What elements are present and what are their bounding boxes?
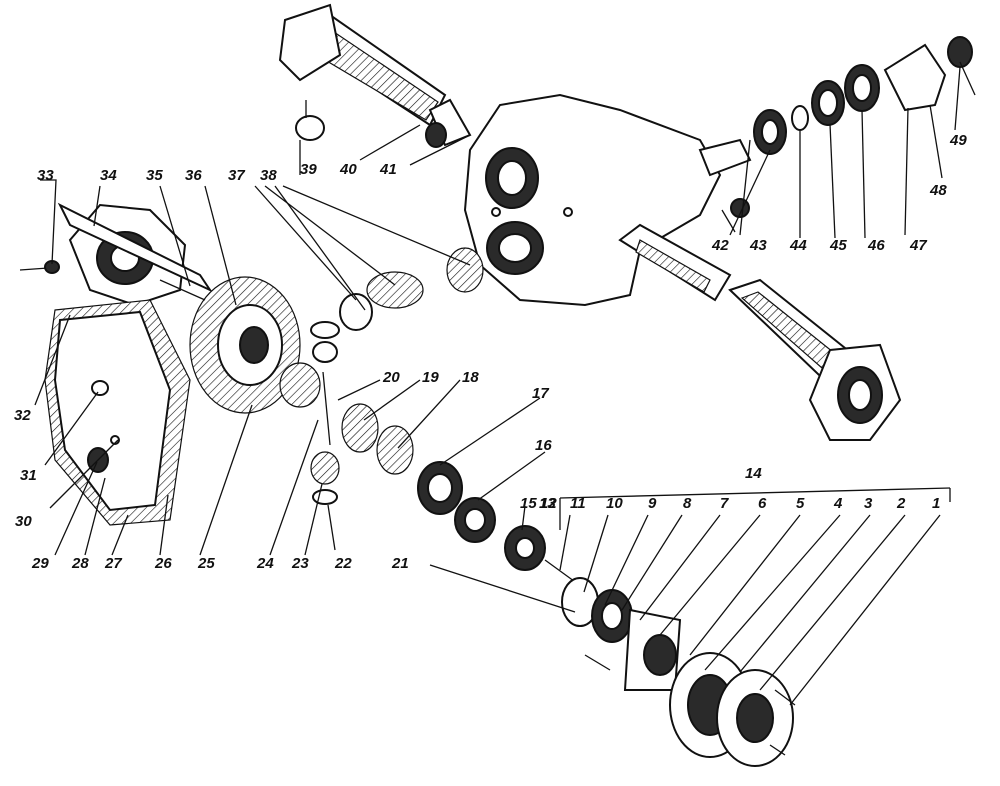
label-1: 1 [932, 495, 940, 512]
label-8: 8 [683, 495, 692, 512]
brake-assembly [19, 202, 213, 526]
label-3: 3 [864, 495, 873, 512]
label-11: 11 [570, 495, 586, 512]
label-37: 37 [228, 167, 245, 184]
label-43: 43 [749, 237, 767, 254]
label-48: 48 [929, 182, 947, 199]
label-20: 20 [382, 369, 400, 386]
label-40: 40 [339, 161, 357, 178]
axle-tube-left [278, 3, 472, 147]
callout-labels: 1 2 3 4 5 6 7 8 9 10 11 12 13 14 15 16 1… [14, 132, 967, 572]
label-35: 35 [146, 167, 163, 184]
label-5: 5 [796, 495, 805, 512]
label-26: 26 [154, 555, 172, 572]
label-27: 27 [104, 555, 122, 572]
label-21: 21 [391, 555, 409, 572]
leader-lines [34, 66, 961, 706]
label-34: 34 [100, 167, 117, 184]
label-19: 19 [422, 369, 439, 386]
label-10: 10 [606, 495, 623, 512]
label-14: 14 [745, 465, 762, 482]
label-13: 13 [539, 495, 556, 512]
label-44: 44 [789, 237, 807, 254]
label-29: 29 [31, 555, 49, 572]
label-32: 32 [14, 407, 31, 424]
label-17: 17 [532, 385, 549, 402]
label-28: 28 [71, 555, 89, 572]
label-41: 41 [379, 161, 397, 178]
label-6: 6 [758, 495, 767, 512]
label-7: 7 [720, 495, 729, 512]
label-16: 16 [535, 437, 552, 454]
label-45: 45 [829, 237, 847, 254]
label-12: 12 [540, 495, 557, 512]
pinion-stack [698, 36, 976, 177]
ring-gear-group [159, 247, 484, 505]
label-33: 33 [37, 167, 54, 184]
axle-tube-right [618, 223, 902, 441]
parts-layer [19, 3, 976, 767]
label-39: 39 [300, 161, 317, 178]
label-30: 30 [15, 513, 32, 530]
label-15: 15 [520, 495, 537, 512]
differential-housing [463, 93, 722, 307]
label-4: 4 [833, 495, 843, 512]
label-42: 42 [711, 237, 729, 254]
label-23: 23 [291, 555, 309, 572]
axle-shaft-and-hub [341, 403, 796, 767]
label-2: 2 [896, 495, 906, 512]
label-18: 18 [462, 369, 479, 386]
label-31: 31 [20, 467, 37, 484]
label-49: 49 [949, 132, 967, 149]
label-9: 9 [648, 495, 657, 512]
label-38: 38 [260, 167, 277, 184]
label-47: 47 [909, 237, 927, 254]
label-22: 22 [334, 555, 352, 572]
label-24: 24 [256, 555, 274, 572]
label-36: 36 [185, 167, 202, 184]
label-46: 46 [867, 237, 885, 254]
label-25: 25 [197, 555, 215, 572]
